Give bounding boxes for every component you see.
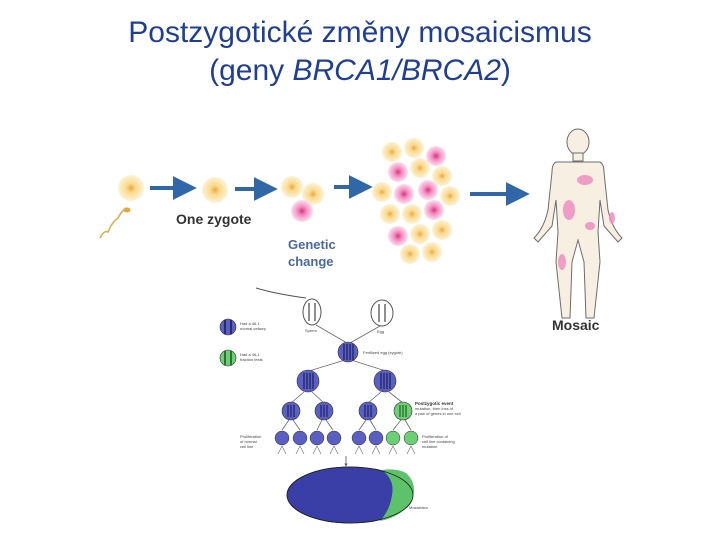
sperm-label: Sperm [305, 328, 317, 333]
legend-normal [219, 318, 237, 336]
mosaicism-tissue [286, 466, 414, 524]
egg-label: Egg [377, 329, 384, 334]
legend-mutant-text-1: Had a 46,1 [240, 352, 260, 357]
gen2-cell-left [296, 369, 320, 393]
zygote-caption: Fertilized egg (zygote) [363, 350, 403, 355]
postzygotic-event-text-2: a pair of genes in one cell [415, 411, 461, 416]
pedigree-zygote [337, 341, 359, 363]
zygote-label: One zygote [176, 211, 252, 227]
title-paren-open: (geny [209, 54, 293, 87]
postzygotic-event-text-1: mutation, then loss of [415, 406, 454, 411]
gen4-branches [277, 445, 416, 455]
egg-chromosomes [378, 304, 386, 322]
prolif-normal-text-2: of normal [240, 439, 257, 444]
title-line-2: (geny BRCA1/BRCA2) [0, 52, 720, 90]
prolif-normal-text-3: cell line [240, 444, 254, 449]
genetic-change-label-2: change [288, 254, 334, 269]
title-line-1: Postzygotické změny mosaicismus [128, 16, 592, 49]
sperm-cell [302, 298, 322, 326]
title-paren-close: ) [500, 54, 511, 87]
slide-title: Postzygotické změny mosaicismus (geny BR… [0, 14, 720, 90]
postzygotic-event-title: Postzygotic event [415, 401, 454, 406]
cell-stage-1 [202, 177, 228, 203]
gen4-cells [274, 430, 419, 446]
prolif-mutant-text-1: Proliferation of [422, 434, 449, 439]
genetic-change-label-1: Genetic [288, 237, 336, 252]
legend-normal-text-1: Had a 46,1 [240, 321, 260, 326]
legend-normal-text-2: normal cellsep [240, 326, 267, 331]
prolif-normal-text-1: Proliferation [240, 434, 261, 439]
gen2-cell-right [373, 369, 397, 393]
human-body-figure [533, 128, 623, 319]
prolif-mutant-text-2: cell line containing [422, 439, 455, 444]
sperm-tail [255, 287, 307, 299]
legend-mutant [219, 349, 237, 367]
title-genes: BRCA1/BRCA2 [292, 54, 501, 87]
gen3-mutant-cell [393, 401, 413, 421]
prolif-mutant-text-3: mutation [422, 444, 437, 449]
legend-mutant-text-2: fraction tests [240, 357, 263, 362]
pedigree-lines [281, 324, 412, 431]
mosaic-label: Mosaic [552, 317, 600, 333]
sperm-icon [99, 207, 131, 239]
mosaic-patches [558, 175, 615, 270]
sperm-chromosomes [308, 303, 316, 321]
egg-cell [370, 299, 394, 327]
cell-cluster-large [372, 138, 460, 264]
mosaicism-caption: Mosaicism [409, 505, 429, 510]
gen3-cells [281, 401, 378, 421]
zygote-cell [118, 175, 144, 201]
cell-cluster-small [281, 176, 324, 222]
